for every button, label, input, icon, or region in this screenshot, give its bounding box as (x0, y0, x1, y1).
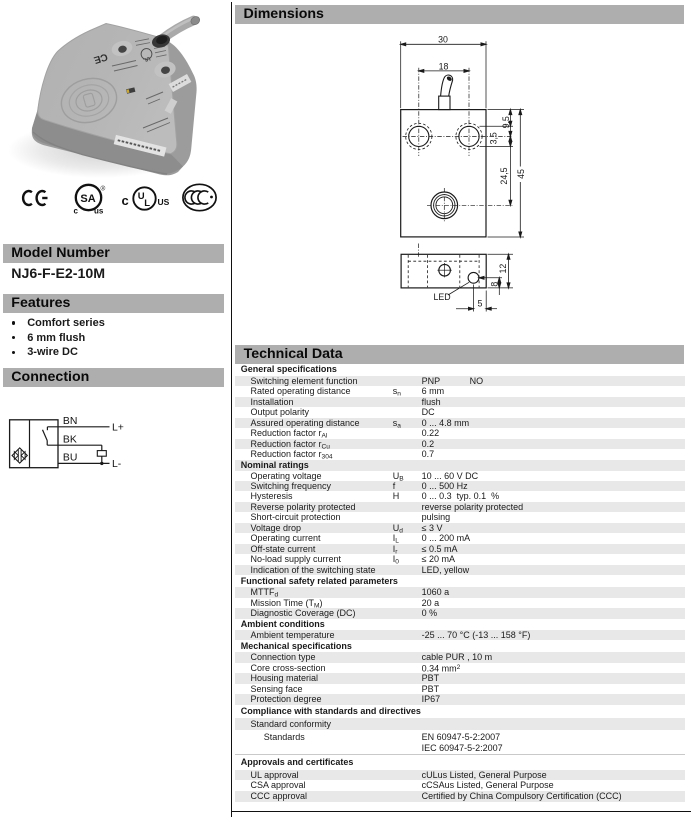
svg-text:CE: CE (92, 51, 109, 66)
svg-text:U: U (138, 191, 145, 202)
svg-text:US: US (158, 197, 170, 207)
svg-text:5: 5 (478, 299, 483, 309)
svg-text:12: 12 (498, 264, 508, 274)
svg-text:L: L (144, 198, 150, 209)
svg-text:®: ® (101, 185, 106, 193)
svg-text:BU: BU (63, 453, 77, 464)
svg-text:3,5: 3,5 (488, 132, 498, 144)
svg-text:9,5: 9,5 (501, 116, 511, 128)
svg-text:18: 18 (439, 62, 449, 72)
svg-text:UL: UL (142, 55, 151, 63)
svg-text:24,5: 24,5 (499, 167, 509, 184)
svg-text:c: c (122, 193, 129, 208)
svg-text:us: us (94, 207, 104, 216)
svg-text:8: 8 (490, 282, 500, 287)
svg-text:BK: BK (63, 434, 77, 445)
svg-text:LED: LED (434, 292, 451, 302)
svg-text:45: 45 (516, 169, 526, 179)
svg-text:SA: SA (80, 193, 95, 205)
svg-text:c: c (74, 207, 79, 216)
svg-text:L+: L+ (112, 423, 124, 434)
svg-text:L-: L- (112, 459, 121, 470)
svg-text:BN: BN (63, 416, 77, 427)
svg-text:30: 30 (438, 35, 448, 45)
